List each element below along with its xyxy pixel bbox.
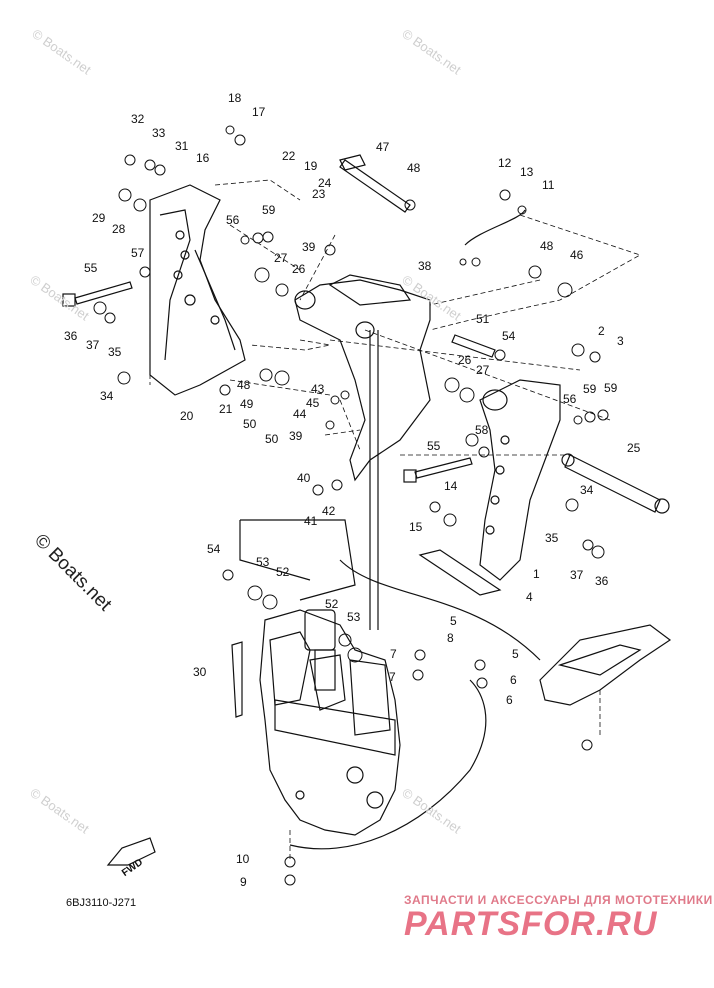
callout-number[interactable]: 50 xyxy=(243,417,257,431)
callout-number[interactable]: 31 xyxy=(175,139,189,153)
callout-number[interactable]: 36 xyxy=(595,574,609,588)
callout-number[interactable]: 28 xyxy=(112,222,126,236)
callout-number[interactable]: 24 xyxy=(318,176,332,190)
callout-number[interactable]: 59 xyxy=(604,381,618,395)
callout-number[interactable]: 37 xyxy=(86,338,100,352)
callout-number[interactable]: 44 xyxy=(293,407,307,421)
callout-number[interactable]: 46 xyxy=(570,248,584,262)
callout-number[interactable]: 50 xyxy=(265,432,279,446)
callout-number[interactable]: 27 xyxy=(476,363,490,377)
fwd-arrow xyxy=(106,837,156,866)
callout-number[interactable]: 25 xyxy=(627,441,641,455)
tilt-rod xyxy=(339,159,411,213)
callout-number[interactable]: 26 xyxy=(458,353,472,367)
swivel-bracket xyxy=(294,279,431,482)
callout-number[interactable]: 19 xyxy=(304,159,318,173)
callout-number[interactable]: 52 xyxy=(325,597,339,611)
callout-number[interactable]: 57 xyxy=(131,246,145,260)
callout-number[interactable]: 2 xyxy=(598,324,605,338)
callout-number[interactable]: 41 xyxy=(304,514,318,528)
callout-number[interactable]: 56 xyxy=(226,213,240,227)
callout-number[interactable]: 6 xyxy=(506,693,513,707)
callout-number[interactable]: 54 xyxy=(502,329,516,343)
callout-number[interactable]: 45 xyxy=(306,396,320,410)
callout-number[interactable]: 22 xyxy=(282,149,296,163)
callout-number[interactable]: 29 xyxy=(92,211,106,225)
callout-number[interactable]: 48 xyxy=(540,239,554,253)
callout-number[interactable]: 55 xyxy=(84,261,98,275)
cable-tie xyxy=(231,641,243,718)
bolt-left xyxy=(74,281,133,305)
callout-number[interactable]: 39 xyxy=(302,240,316,254)
callout-number[interactable]: 12 xyxy=(498,156,512,170)
right-clamp-bracket xyxy=(479,379,561,581)
callout-number[interactable]: 43 xyxy=(311,382,325,396)
callout-number[interactable]: 5 xyxy=(512,647,519,661)
power-trim-unit xyxy=(259,609,401,836)
callout-number[interactable]: 11 xyxy=(542,178,555,192)
callout-number[interactable]: 48 xyxy=(237,378,251,392)
callout-number[interactable]: 35 xyxy=(545,531,559,545)
diagram-code: 6BJ3110-J271 xyxy=(66,897,137,909)
callout-number[interactable]: 13 xyxy=(520,165,534,179)
callout-number[interactable]: 55 xyxy=(427,439,441,453)
callout-number[interactable]: 49 xyxy=(240,397,254,411)
callout-number[interactable]: 30 xyxy=(193,665,207,679)
brand-logo: PARTSFOR.RU xyxy=(404,905,658,943)
callout-number[interactable]: 16 xyxy=(196,151,210,165)
callout-number[interactable]: 35 xyxy=(108,345,122,359)
callout-number[interactable]: 9 xyxy=(240,875,247,889)
callout-number[interactable]: 34 xyxy=(100,389,114,403)
callout-number[interactable]: 52 xyxy=(276,565,290,579)
callout-number[interactable]: 23 xyxy=(312,187,326,201)
callout-number[interactable]: 20 xyxy=(180,409,194,423)
callout-number[interactable]: 59 xyxy=(262,203,276,217)
callout-number[interactable]: 17 xyxy=(252,105,266,119)
callout-number[interactable]: 5 xyxy=(450,614,457,628)
callout-number[interactable]: 51 xyxy=(476,312,490,326)
callout-number[interactable]: 58 xyxy=(475,423,489,437)
callout-number[interactable]: 7 xyxy=(389,670,396,684)
callout-number[interactable]: 26 xyxy=(292,262,306,276)
callout-number[interactable]: 56 xyxy=(563,392,577,406)
promo-text: ЗАПЧАСТИ И АКСЕССУАРЫ ДЛЯ МОТОТЕХНИКИ xyxy=(404,893,713,907)
callout-number[interactable]: 15 xyxy=(409,520,423,534)
callout-number[interactable]: 54 xyxy=(207,542,221,556)
callout-number[interactable]: 38 xyxy=(418,259,432,273)
callout-number[interactable]: 27 xyxy=(274,251,288,265)
callout-number[interactable]: 14 xyxy=(444,479,458,493)
callout-number[interactable]: 32 xyxy=(131,112,145,126)
callout-number[interactable]: 3 xyxy=(617,334,624,348)
callout-number[interactable]: 47 xyxy=(376,140,390,154)
callout-number[interactable]: 6 xyxy=(510,673,517,687)
callout-number[interactable]: 33 xyxy=(152,126,166,140)
callout-number[interactable]: 36 xyxy=(64,329,78,343)
callout-number[interactable]: 40 xyxy=(297,471,311,485)
pin xyxy=(451,334,496,358)
callout-number[interactable]: 21 xyxy=(219,402,233,416)
callout-number[interactable]: 53 xyxy=(347,610,361,624)
callout-number[interactable]: 37 xyxy=(570,568,584,582)
callout-number[interactable]: 59 xyxy=(583,382,597,396)
callout-number[interactable]: 42 xyxy=(322,504,336,518)
callout-number[interactable]: 4 xyxy=(526,590,533,604)
plate xyxy=(418,549,502,596)
tilt-shaft xyxy=(564,454,661,513)
callout-number[interactable]: 10 xyxy=(236,852,250,866)
callout-number[interactable]: 18 xyxy=(228,91,242,105)
callout-number[interactable]: 48 xyxy=(407,161,421,175)
callout-number[interactable]: 34 xyxy=(580,483,594,497)
lower-casing xyxy=(539,624,672,706)
callout-number[interactable]: 8 xyxy=(447,631,454,645)
bolt-right xyxy=(414,457,473,479)
callout-number[interactable]: 53 xyxy=(256,555,270,569)
callout-number[interactable]: 39 xyxy=(289,429,303,443)
callout-number[interactable]: 7 xyxy=(390,647,397,661)
callout-number[interactable]: 1 xyxy=(533,567,540,581)
